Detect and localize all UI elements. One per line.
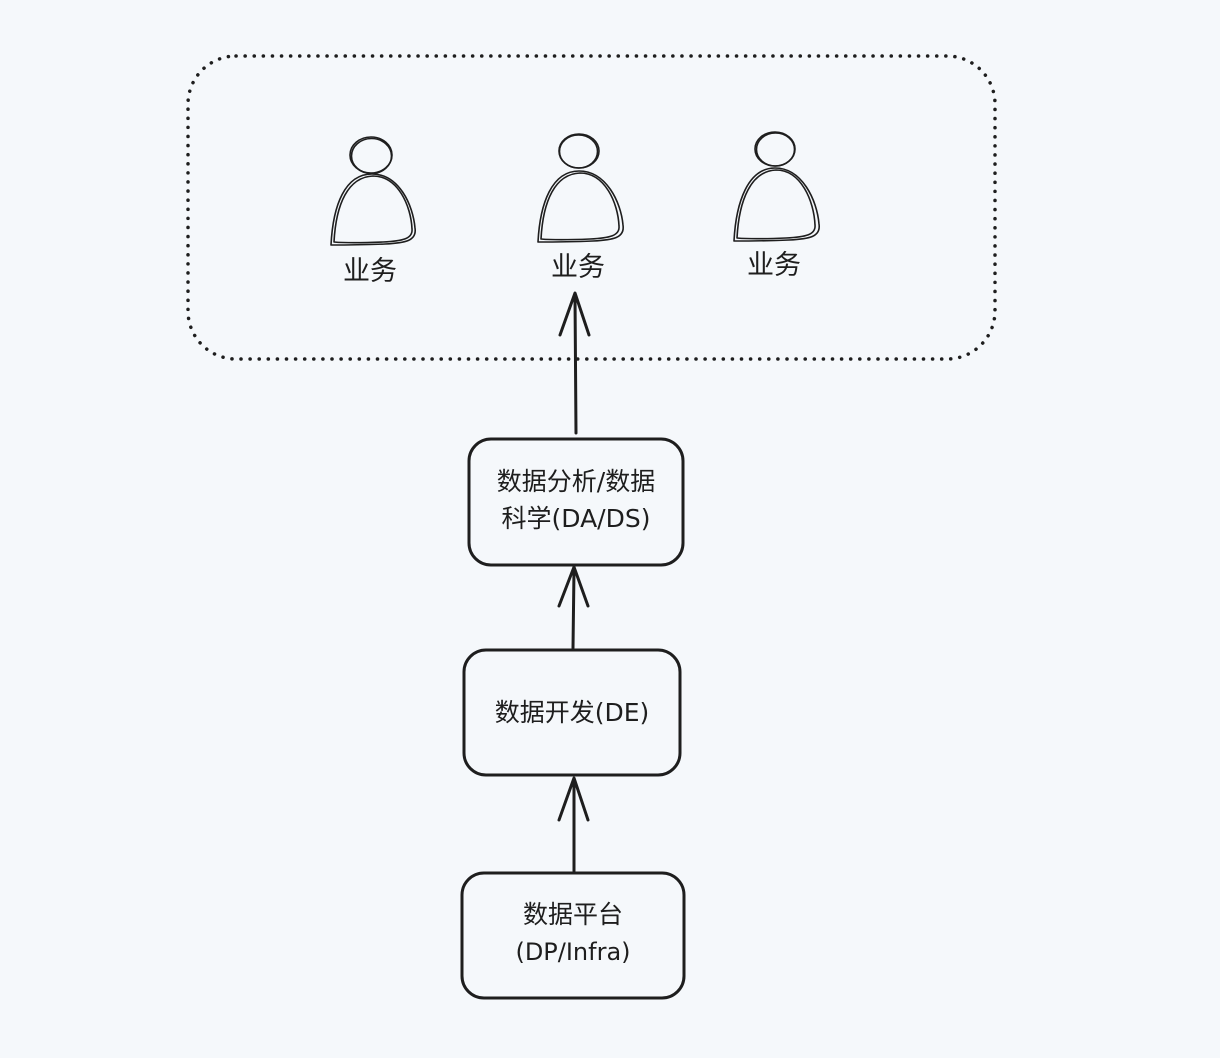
- box-de-label: 数据开发(DE): [495, 698, 650, 727]
- arrow-dads-to-business: [558, 291, 591, 435]
- box-da-ds-line2: 科学(DA/DS): [502, 504, 651, 533]
- business-member-2: 业务: [537, 133, 624, 283]
- business-member-label: 业务: [747, 250, 801, 281]
- arrow-dp-to-de: [557, 776, 590, 873]
- business-group-container: [186, 54, 997, 361]
- person-icon: [330, 136, 416, 246]
- box-dp: 数据平台 (DP/Infra): [460, 871, 686, 1000]
- box-dp-line1: 数据平台: [523, 900, 623, 929]
- person-icon: [733, 131, 820, 242]
- arrow-de-to-dads: [557, 565, 590, 650]
- business-member-label: 业务: [343, 256, 397, 287]
- business-member-3: 业务: [733, 131, 820, 281]
- business-member-1: 业务: [330, 136, 416, 287]
- box-de: 数据开发(DE): [462, 648, 682, 777]
- business-member-label: 业务: [551, 252, 605, 283]
- box-da-ds: 数据分析/数据 科学(DA/DS): [467, 437, 685, 567]
- box-dp-line2: (DP/Infra): [515, 938, 630, 966]
- person-icon: [537, 133, 624, 243]
- box-da-ds-line1: 数据分析/数据: [497, 467, 655, 496]
